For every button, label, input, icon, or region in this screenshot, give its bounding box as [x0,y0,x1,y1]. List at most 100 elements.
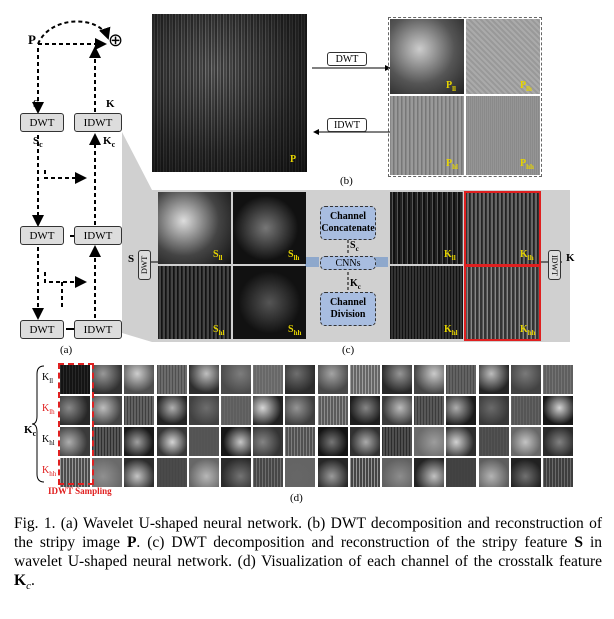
channel-tile [446,427,477,456]
channel-tile [446,396,477,425]
p-ll-tile [390,19,464,94]
dwt-box-b: DWT [327,52,367,66]
channel-tile [317,427,348,456]
channel-tile [253,458,284,487]
k-hh-label: Khh [520,324,536,337]
panel-a-arrows [32,20,111,330]
s-ll-label: Sll [213,249,223,262]
k-hl-label: Khl [444,324,458,337]
channel-tile [543,365,573,394]
cnns-box: CNNs [320,256,376,270]
channel-tile [317,365,348,394]
channel-tile [510,427,541,456]
channel-tile [285,458,316,487]
channel-tile [221,427,251,456]
channel-row-label: Khl [42,434,55,447]
channel-tile [382,396,412,425]
idwt-box-3: IDWT [74,320,122,339]
channel-tile [317,458,348,487]
channel-tile [92,427,123,456]
channel-tile [156,458,187,487]
channel-tile [349,365,380,394]
channel-division-box: Channel Division [320,292,376,326]
channel-row-label: Khh [42,465,57,478]
channel-tile [92,365,123,394]
stripy-image-p [152,14,307,172]
panel-a-caption: (a) [60,344,73,356]
channel-tile [510,458,541,487]
panel-b-caption: (b) [340,175,353,187]
channel-tile [382,365,412,394]
s-input-label: S [128,253,135,265]
channel-tile [124,458,155,487]
channel-tile [478,365,509,394]
p-hh-tile [466,96,540,175]
channel-tile [285,427,316,456]
p-hl-tile [390,96,464,175]
channel-tile [478,396,509,425]
channel-tile [92,396,123,425]
sc-label: Sc [33,135,43,150]
p-lh-label: Plh [520,80,532,93]
channel-tile [510,365,541,394]
k-output-label: K [566,252,575,264]
channel-tile [188,365,219,394]
channel-tile [543,427,573,456]
figure-caption: Fig. 1. (a) Wavelet U-shaped neural netw… [14,515,602,593]
p-image-label: P [290,154,297,165]
kc-c-label: Kc [350,278,361,291]
channel-tile [253,396,284,425]
channel-row-label: Kll [42,372,54,385]
channel-tile [317,396,348,425]
channel-tile [188,396,219,425]
channel-tile [60,365,90,394]
idwt-box-b: IDWT [327,118,367,132]
s-hh-label: Shh [288,324,302,337]
kc-label: Kc [103,135,116,150]
p-ll-label: Pll [446,80,456,93]
panel-c-caption: (c) [342,344,355,356]
dwt-box-c: DWT [138,250,151,280]
channel-tile [285,396,316,425]
channel-tile [156,396,187,425]
channel-tile [414,365,445,394]
channel-row-label: Klh [42,403,55,416]
p-hh-label: Phh [520,158,534,171]
dwt-box-3: DWT [20,320,64,339]
channel-tile [156,427,187,456]
s-hl-label: Shl [213,324,225,337]
channel-tile [414,427,445,456]
channel-tile [124,427,155,456]
s-lh-tile [233,192,306,264]
channel-tile [221,458,251,487]
kc-d-label: Kc [24,424,37,439]
channel-tile [414,396,445,425]
channel-tile [124,365,155,394]
sc-c-label: Sc [350,240,359,253]
channel-tile [60,458,90,487]
channel-tile [92,458,123,487]
channel-tile [543,396,573,425]
channel-tile [285,365,316,394]
idwt-box-c: IDWT [548,250,561,280]
p-hl-label: Phl [446,158,458,171]
s-hl-tile [158,266,231,339]
idwt-box-1: IDWT [74,113,122,132]
k-lh-label: Klh [520,249,534,262]
channel-tile [221,396,251,425]
channel-tile [478,427,509,456]
channel-tile [543,458,573,487]
channel-tile [349,458,380,487]
k-ll-label: Kll [444,249,456,262]
channel-tile [349,396,380,425]
idwt-sampling-frame [58,363,94,485]
channel-concatenate-box: Channel Concatenate [320,206,376,240]
channel-tile [156,365,187,394]
channel-tile [221,365,251,394]
s-hh-tile [233,266,306,339]
channel-tile [60,427,90,456]
dwt-box-1: DWT [20,113,64,132]
channel-tile [478,458,509,487]
k-ll-tile [390,192,463,264]
idwt-sampling-label: IDWT Sampling [48,486,112,496]
